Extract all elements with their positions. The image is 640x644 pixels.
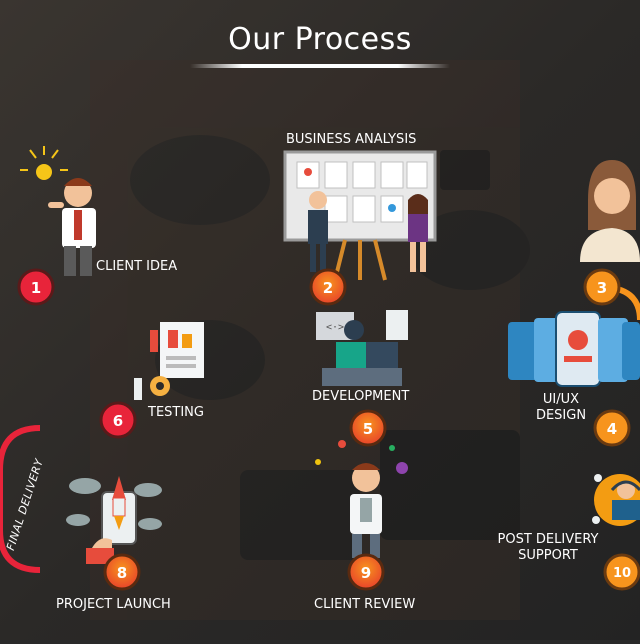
business-analysis-illustration (283, 150, 437, 281)
svg-text:<·>: <·> (326, 322, 344, 333)
step-node-3: 3 (583, 268, 621, 306)
step-number-9: 9 (361, 564, 371, 582)
step-node-2: 2 (309, 268, 347, 306)
step-label-8: PROJECT LAUNCH (56, 597, 171, 612)
step-number-10: 10 (613, 566, 631, 581)
step-label-4-line2: DESIGN (535, 408, 587, 423)
step-label-4-line1: UI/UX (542, 392, 580, 407)
step-node-4: 4 (593, 409, 631, 447)
step-label-10-line2: SUPPORT (518, 548, 578, 563)
testing-illustration (134, 322, 204, 400)
client-review-illustration (315, 440, 408, 558)
step-node-10: 10 (603, 553, 640, 591)
title-underline (190, 64, 450, 68)
step-label-6: TESTING (148, 405, 204, 420)
step-node-5: 5 (349, 409, 387, 447)
step-number-8: 8 (117, 564, 127, 582)
step-label-4: UI/UX DESIGN (526, 392, 596, 424)
step-label-2: BUSINESS ANALYSIS (286, 132, 417, 147)
consultant-illustration (580, 160, 640, 262)
page-title: Our Process (228, 22, 412, 57)
step-node-1: 1 (17, 268, 55, 306)
step-label-10-line1: POST DELIVERY (497, 532, 599, 547)
step-label-9: CLIENT REVIEW (314, 597, 416, 612)
step-number-6: 6 (113, 412, 123, 430)
step-number-5: 5 (363, 420, 373, 438)
support-illustration (592, 474, 640, 526)
step-number-4: 4 (607, 420, 617, 438)
step-label-5: DEVELOPMENT (312, 389, 410, 404)
step-label-1: CLIENT IDEA (96, 259, 178, 274)
track-turn-left (0, 425, 41, 573)
step-node-8: 8 (103, 553, 141, 591)
step-node-9: 9 (347, 553, 385, 591)
step-number-2: 2 (323, 279, 333, 297)
project-launch-illustration (66, 476, 162, 564)
step-label-10: POST DELIVERY SUPPORT (488, 532, 608, 564)
client-idea-illustration (20, 146, 96, 276)
development-illustration: <·> (316, 310, 408, 386)
step-number-1: 1 (31, 279, 41, 297)
step-number-3: 3 (597, 279, 607, 297)
step-node-6: 6 (99, 401, 137, 439)
ui-ux-illustration (508, 311, 640, 387)
